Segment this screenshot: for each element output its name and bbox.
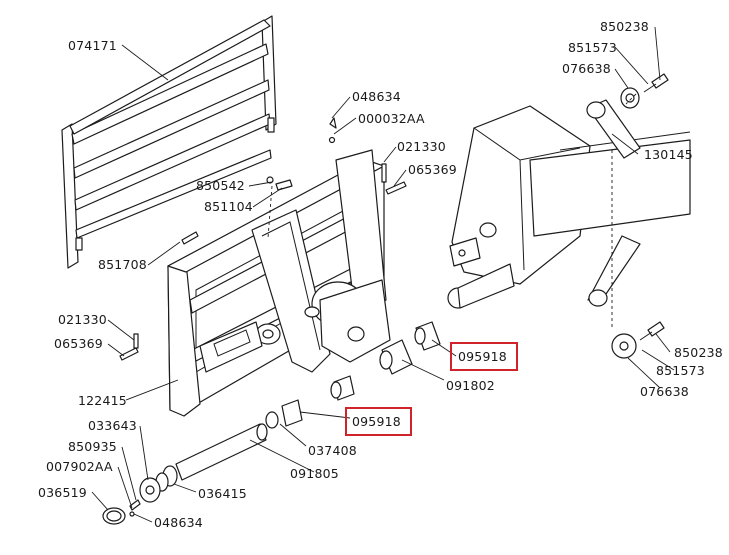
- label-851104: 851104: [204, 199, 253, 214]
- label-076638-top: 076638: [562, 61, 611, 76]
- label-074171: 074171: [68, 38, 117, 53]
- label-851573-top: 851573: [568, 40, 617, 55]
- label-007902AA: 007902AA: [46, 459, 113, 474]
- label-036519: 036519: [38, 485, 87, 500]
- highlight-box-095918-right: [450, 342, 518, 371]
- label-048634-bottom: 048634: [154, 515, 203, 530]
- part-labels: 074171 850238 851573 076638 048634 00003…: [38, 19, 723, 530]
- label-033643: 033643: [88, 418, 137, 433]
- label-095918-mid: 095918: [352, 414, 401, 429]
- hardware-drawings: [102, 73, 669, 525]
- label-065369-top: 065369: [408, 162, 457, 177]
- label-091802: 091802: [446, 378, 495, 393]
- coupler-frame-drawing: [167, 149, 391, 417]
- label-130145: 130145: [644, 147, 693, 162]
- highlight-box-095918-mid: [345, 407, 412, 436]
- label-850542: 850542: [196, 178, 245, 193]
- label-850238-top: 850238: [600, 19, 649, 34]
- label-000032AA: 000032AA: [358, 111, 425, 126]
- guard-grille-drawing: [61, 15, 277, 269]
- label-851573-right: 851573: [656, 363, 705, 378]
- label-850935: 850935: [68, 439, 117, 454]
- label-851708: 851708: [98, 257, 147, 272]
- boom-arm-drawing: [447, 99, 691, 309]
- label-122415: 122415: [78, 393, 127, 408]
- label-076638-right: 076638: [640, 384, 689, 399]
- label-095918-right: 095918: [458, 349, 507, 364]
- label-037408: 037408: [308, 443, 357, 458]
- label-850238-right: 850238: [674, 345, 723, 360]
- label-036415: 036415: [198, 486, 247, 501]
- label-091805: 091805: [290, 466, 339, 481]
- label-021330-top: 021330: [397, 139, 446, 154]
- label-021330-left: 021330: [58, 312, 107, 327]
- leader-lines: [91, 26, 675, 523]
- label-065369-left: 065369: [54, 336, 103, 351]
- label-048634-top: 048634: [352, 89, 401, 104]
